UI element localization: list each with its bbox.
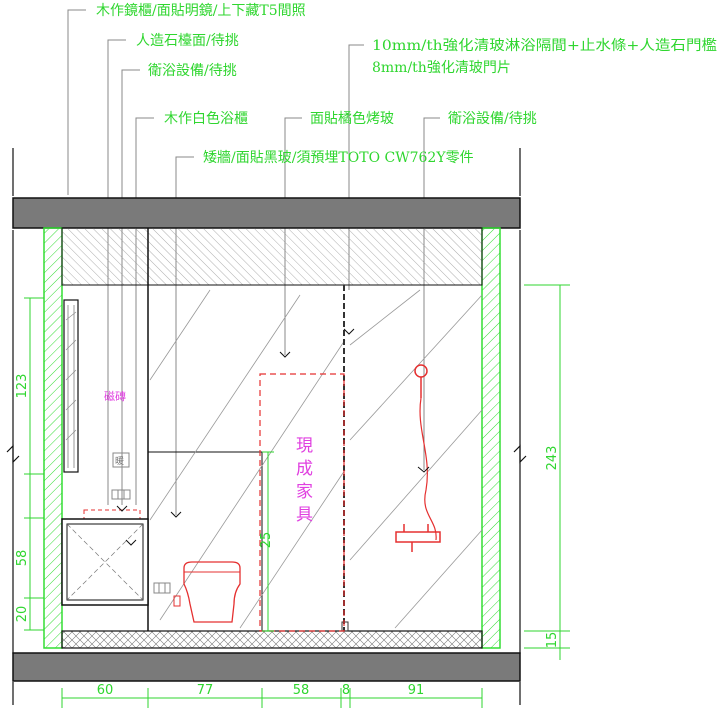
dim-bottom-2: 77 [197, 683, 214, 698]
annotation-mirror-cabinet: 木作鏡櫃/面貼明鏡/上下藏T5間照 [96, 3, 306, 19]
right-wall [481, 227, 501, 649]
dim-bottom-5: 91 [408, 683, 425, 698]
ceiling-soffit [61, 227, 483, 286]
dim-bottom-1: 60 [97, 683, 114, 698]
furniture-label: 現 成 家 具 [296, 436, 313, 525]
tile-label: 磁磚 [104, 390, 126, 403]
dim-right-total: 243 [545, 446, 560, 471]
wall-outlets: 暖 [111, 452, 171, 594]
annotation-low-wall: 矮牆/面貼黑玻/須預埋TOTO CW762Y零件 [203, 150, 474, 166]
shower-fixture [395, 364, 441, 552]
annotation-sanitary-left: 衛浴設備/待挑 [148, 63, 237, 79]
dim-low-wall: 25 [259, 532, 274, 549]
floor-slab [12, 652, 521, 682]
annotation-stone-counter: 人造石檯面/待挑 [136, 33, 239, 49]
annotation-vanity: 木作白色浴櫃 [164, 110, 248, 127]
left-dimensions: 123 58 20 [15, 297, 44, 631]
ready-made-furniture [259, 373, 345, 632]
room-lines [147, 228, 482, 632]
outer-frame-lines [12, 148, 521, 705]
dim-bottom-3: 58 [293, 683, 310, 698]
dim-left-mid: 58 [15, 550, 30, 567]
dim-right-base: 15 [545, 632, 560, 649]
glass-reflections [149, 289, 483, 629]
leader-arrows [116, 328, 430, 546]
outlet-label: 暖 [115, 455, 124, 467]
break-symbols [6, 444, 527, 464]
bottom-dimensions: 60 77 58 8 91 [61, 683, 483, 708]
dim-bottom-4: 8 [342, 683, 350, 698]
furniture-label-4: 具 [296, 505, 313, 525]
mirror-cabinet [63, 299, 79, 473]
annotation-partition-line1: 10mm/th強化清玻淋浴隔間+止水條+人造石門檻 [372, 37, 717, 54]
floor-screed [61, 630, 483, 649]
furniture-label-3: 家 [296, 482, 313, 502]
glass-partition [341, 285, 349, 632]
left-wall [43, 227, 63, 649]
furniture-label-1: 現 [296, 436, 313, 456]
annotation-texts: 木作鏡櫃/面貼明鏡/上下藏T5間照 人造石檯面/待挑 衛浴設備/待挑 木作白色浴… [96, 3, 717, 166]
annotation-orange-glass: 面貼橘色烤玻 [310, 110, 394, 127]
annotation-sanitary-right: 衛浴設備/待挑 [448, 111, 537, 127]
right-dimensions: 243 15 [524, 284, 570, 660]
toilet [173, 561, 241, 623]
dim-left-upper: 123 [15, 374, 30, 399]
dim-left-low: 20 [15, 606, 30, 623]
furniture-label-2: 成 [296, 459, 313, 479]
ceiling-slab [12, 197, 521, 229]
low-wall-dimension: 25 [259, 451, 274, 632]
annotation-partition-line2: 8mm/th強化清玻門片 [372, 60, 511, 76]
vanity-counter [61, 509, 149, 606]
